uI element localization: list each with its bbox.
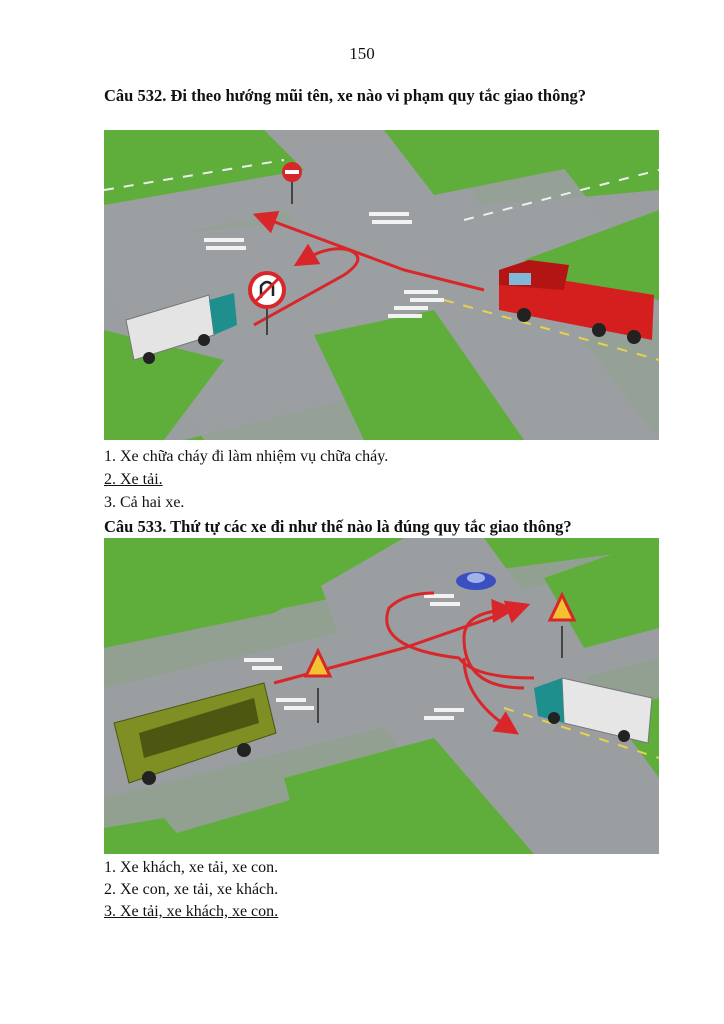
- answer-533-2: 2. Xe con, xe tải, xe khách.: [104, 881, 279, 898]
- question-533-title: Câu 533. Thứ tự các xe đi như thế nào là…: [104, 517, 572, 536]
- page-number: 150: [349, 44, 375, 63]
- answer-532-3: 3. Cả hai xe.: [104, 494, 185, 511]
- question-532-title: Câu 532. Đi theo hướng mũi tên, xe nào v…: [104, 86, 587, 105]
- figure-533-intersection: [104, 538, 659, 854]
- figure-532-intersection: [104, 130, 659, 440]
- truck-533: [534, 677, 653, 744]
- bus-533: [113, 682, 277, 785]
- answer-533-1: 1. Xe khách, xe tải, xe con.: [104, 859, 279, 876]
- answer-532-2-text: 2. Xe tải.: [104, 471, 163, 488]
- answer-533-3-text: 3. Xe tải, xe khách, xe con.: [104, 903, 279, 920]
- answer-533-3: 3. Xe tải, xe khách, xe con.: [104, 903, 278, 921]
- answer-532-2: 2. Xe tải.: [104, 471, 163, 489]
- fire-truck-532: [499, 260, 654, 344]
- truck-532: [125, 293, 237, 364]
- car-533: [456, 572, 496, 590]
- answer-532-1: 1. Xe chữa cháy đi làm nhiệm vụ chữa chá…: [104, 448, 389, 465]
